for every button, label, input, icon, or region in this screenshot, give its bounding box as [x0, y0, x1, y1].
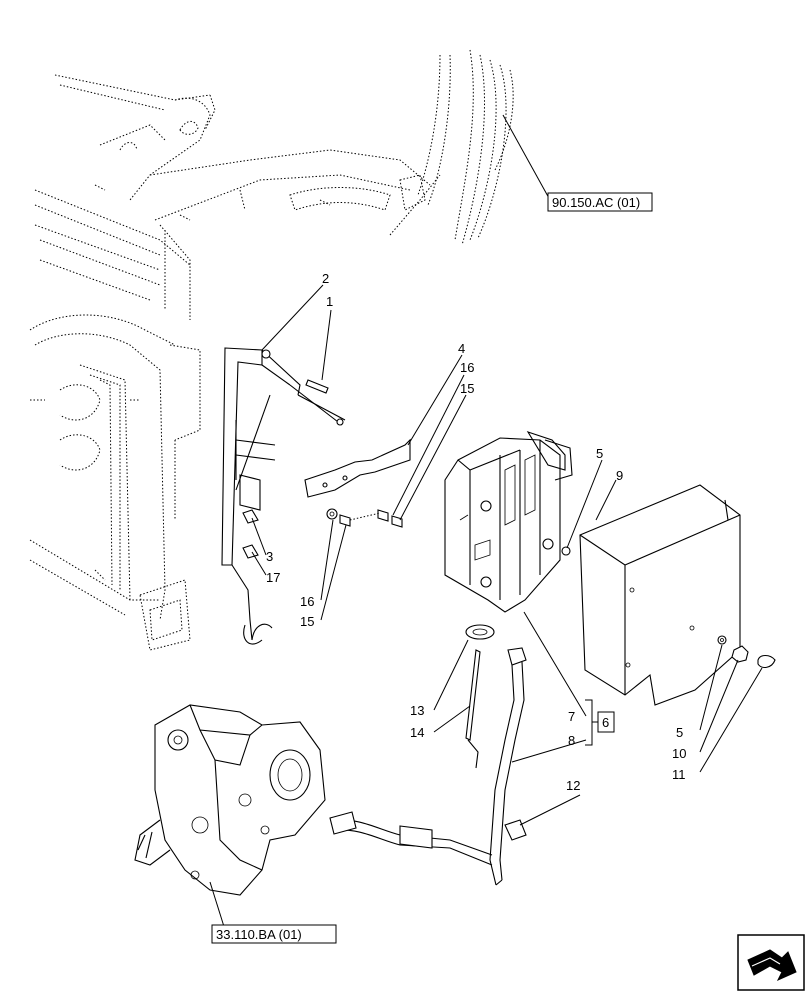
- control-unit: [444, 431, 573, 613]
- callout-4: 4: [458, 341, 465, 356]
- reference-box-top[interactable]: 90.150.AC (01): [547, 192, 653, 212]
- reference-label-bottom: 33.110.BA (01): [216, 927, 302, 942]
- callout-7: 7: [568, 709, 575, 724]
- callout-16-top: 16: [460, 360, 474, 375]
- callout-13: 13: [410, 703, 424, 718]
- callout-12: 12: [566, 778, 580, 793]
- callout-15-bottom: 15: [300, 614, 314, 629]
- callout-10: 10: [672, 746, 686, 761]
- callout-9: 9: [616, 468, 623, 483]
- mounting-plate: [304, 438, 411, 528]
- callout-5-bottom: 5: [676, 725, 683, 740]
- callout-16-bottom: 16: [300, 594, 314, 609]
- callout-labels: 2 1 4 16 15 3 17 16 15 5 9 13 14 7 8 12 …: [266, 271, 686, 793]
- cover: [561, 484, 776, 706]
- callout-8: 8: [568, 733, 575, 748]
- callout-1: 1: [326, 294, 333, 309]
- leader-lines: [209, 114, 763, 934]
- callout-5-top: 5: [596, 446, 603, 461]
- cab-structure-phantom: [29, 49, 514, 651]
- gearbox-housing: [134, 704, 326, 896]
- callout-3: 3: [266, 549, 273, 564]
- callout-17: 17: [266, 570, 280, 585]
- callout-14: 14: [410, 725, 424, 740]
- callout-11: 11: [672, 767, 686, 782]
- reference-label-top: 90.150.AC (01): [552, 195, 640, 210]
- reference-box-bottom[interactable]: 33.110.BA (01): [211, 924, 337, 944]
- callout-15-top: 15: [460, 381, 474, 396]
- callout-2: 2: [322, 271, 329, 286]
- arrow-navigation-icon[interactable]: [737, 934, 805, 991]
- group-box-6: 6: [597, 711, 615, 733]
- callout-6: 6: [602, 715, 609, 730]
- cable-assembly: [329, 624, 527, 886]
